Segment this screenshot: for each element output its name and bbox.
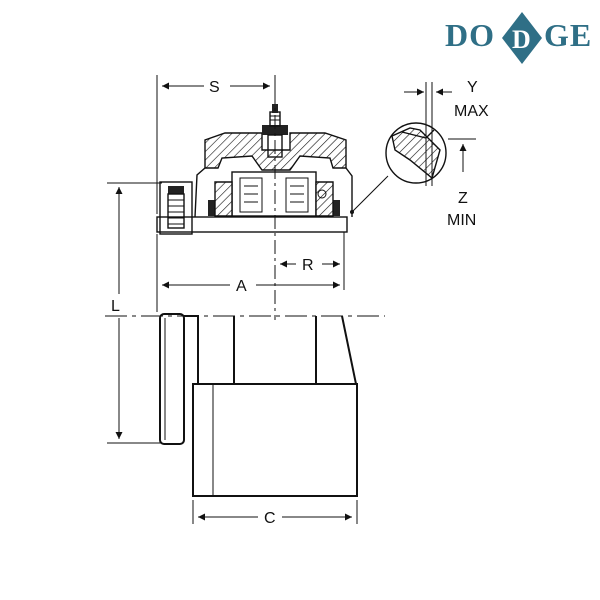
dim-z-min-label: MIN (447, 212, 476, 229)
detail-view (350, 100, 447, 214)
dim-r: R (280, 232, 345, 290)
dim-r-label: R (302, 257, 314, 274)
detail-circle (385, 122, 447, 184)
logo-text-diamond: D (512, 25, 532, 54)
detail-leader (351, 175, 389, 213)
dim-y-label: Y (467, 79, 478, 96)
bearing-insert (208, 171, 340, 217)
dim-s: S (156, 75, 276, 214)
dim-y-max-label: MAX (454, 103, 489, 120)
dim-s-label: S (209, 79, 220, 96)
dim-l: L (107, 182, 162, 444)
logo-text-right: GE (544, 17, 592, 53)
logo-diamond (502, 12, 542, 64)
dim-y: Y MAX (404, 79, 489, 120)
dim-z-label: Z (458, 190, 468, 207)
back-flange (159, 313, 185, 445)
dodge-logo: DO D GE (445, 12, 592, 64)
dim-a-label: A (236, 278, 247, 295)
lower-body (159, 313, 358, 497)
set-screw-collar (159, 181, 193, 235)
dim-c: C (192, 500, 358, 527)
housing-base (156, 216, 348, 233)
housing-walls (194, 167, 353, 218)
dim-l-label: L (111, 298, 120, 315)
dim-c-label: C (264, 510, 276, 527)
dim-a: A (156, 234, 340, 312)
base-block (192, 383, 358, 497)
logo-text-left: DO (445, 17, 495, 53)
upper-housing (156, 104, 353, 235)
dim-z: Z MIN (447, 138, 476, 229)
body-neck (184, 315, 357, 385)
